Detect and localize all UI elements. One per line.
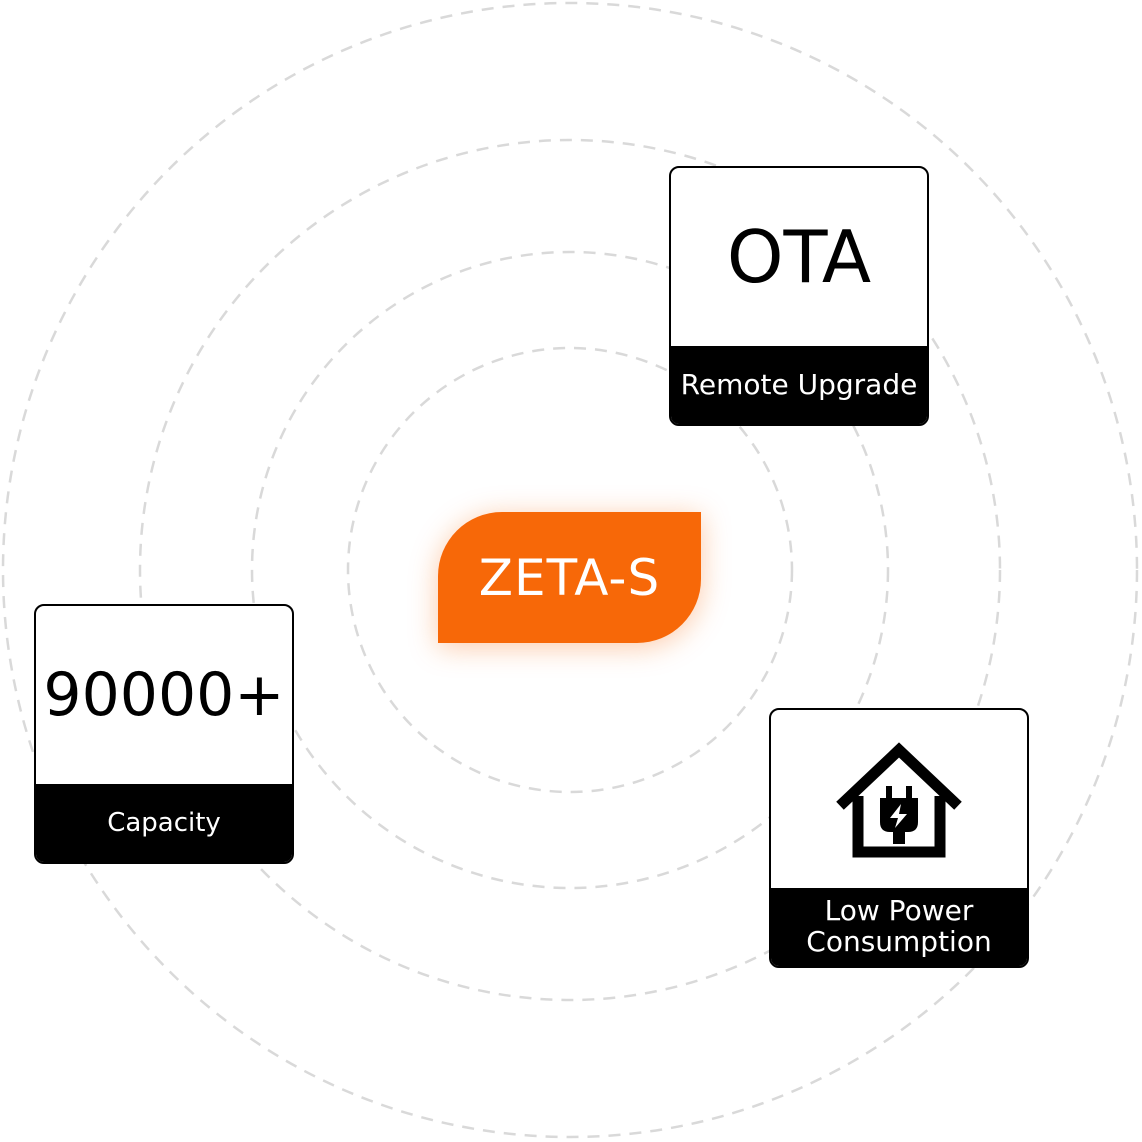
ota-value: OTA bbox=[726, 215, 872, 299]
power-card-caption-bar: Low Power Consumption bbox=[771, 888, 1027, 966]
ota-caption: Remote Upgrade bbox=[680, 367, 918, 401]
power-card-icon-area bbox=[771, 710, 1027, 888]
house-plug-icon bbox=[836, 742, 962, 858]
capacity-card-value-area: 90000+ bbox=[36, 606, 292, 784]
capacity-caption: Capacity bbox=[107, 807, 221, 838]
capacity-value: 90000+ bbox=[43, 660, 285, 730]
product-name-badge: ZETA-S bbox=[438, 512, 701, 643]
capacity-card-caption-bar: Capacity bbox=[36, 784, 292, 862]
ota-card-value-area: OTA bbox=[671, 168, 927, 346]
product-name: ZETA-S bbox=[478, 548, 661, 607]
power-card: Low Power Consumption bbox=[769, 708, 1029, 968]
ota-card: OTA Remote Upgrade bbox=[669, 166, 929, 426]
ota-card-caption-bar: Remote Upgrade bbox=[671, 346, 927, 424]
capacity-card: 90000+ Capacity bbox=[34, 604, 294, 864]
power-caption: Low Power Consumption bbox=[806, 894, 992, 958]
